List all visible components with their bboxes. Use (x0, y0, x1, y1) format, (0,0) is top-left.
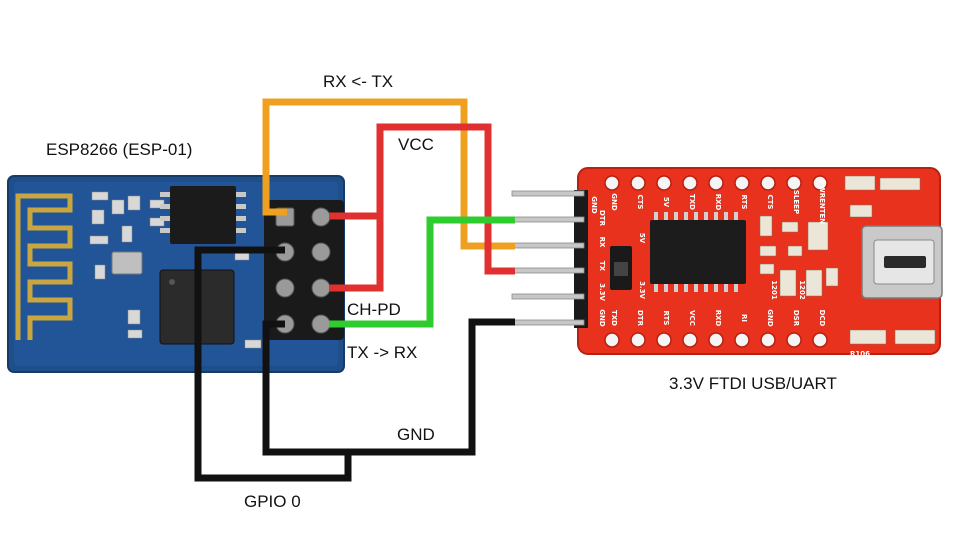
silk-part-1201: 1201 (770, 280, 778, 300)
antenna-trace-icon (15, 193, 73, 340)
silk-top-3: TXD (688, 194, 696, 210)
wire-gpio0 (194, 246, 352, 482)
esp-module-label: ESP8266 (ESP-01) (46, 140, 193, 159)
wire-rx-tx (262, 98, 515, 250)
silk-jumper-5v: 5V (638, 233, 646, 244)
silk-jumper-33v: 3.3V (638, 281, 646, 299)
silk-hdr-2: RX (598, 237, 606, 248)
ftdi-header-pins (511, 190, 588, 328)
silk-bot-5: RI (740, 314, 748, 322)
silk-bot-1: DTR (636, 310, 644, 327)
silk-bot-2: RTS (662, 311, 670, 326)
silk-hdr-0: GND (590, 196, 598, 214)
silk-bot-6: GND (766, 309, 774, 327)
silk-part-1202: 1202 (798, 280, 806, 300)
tx-rx-label: TX -> RX (347, 343, 418, 362)
wire-vcc (329, 212, 384, 292)
silk-top-0: GND (610, 193, 618, 211)
silk-hdr-5: GND (598, 309, 606, 327)
wire-tx-rx (329, 216, 515, 328)
silk-hdr-4: 3.3V (598, 283, 606, 301)
silk-bot-0: TXD (610, 310, 618, 326)
ftdi-bottom-holes (604, 332, 828, 348)
silk-top-5: RTS (740, 195, 748, 210)
wire-gnd (262, 318, 515, 456)
silk-part-r106: R106 (850, 350, 870, 358)
gpio0-label: GPIO 0 (244, 492, 301, 511)
wire-vcc-main (376, 123, 515, 275)
ftdi-silkscreen: GND CTS 5V TXD RXD RTS CTS SLEEP PWRENTE… (590, 180, 870, 358)
silk-bot-7: DSR (792, 310, 800, 327)
silk-top-4: RXD (714, 194, 722, 211)
silk-top-1: CTS (636, 195, 644, 210)
esp-header-pins (264, 200, 344, 340)
silk-top-8: PWRENTEN (818, 180, 826, 224)
silk-hdr-1: DTR (598, 210, 606, 227)
ftdi-module-label: 3.3V FTDI USB/UART (669, 374, 837, 393)
rx-tx-label: RX <- TX (323, 72, 394, 91)
vcc-label: VCC (398, 135, 434, 154)
silk-top-6: CTS (766, 195, 774, 210)
silk-top-7: SLEEP (792, 190, 800, 214)
ch-pd-label: CH-PD (347, 300, 401, 319)
gnd-label: GND (397, 425, 435, 444)
silk-top-2: 5V (662, 197, 670, 208)
ftdi-board: GND CTS 5V TXD RXD RTS CTS SLEEP PWRENTE… (511, 167, 943, 358)
silk-bot-8: DCD (818, 310, 826, 327)
silk-hdr-3: TX (598, 261, 606, 272)
silk-bot-4: RXD (714, 310, 722, 327)
usb-connector-icon (861, 225, 943, 299)
esp8266-board (7, 175, 345, 373)
silk-bot-3: VCC (688, 310, 696, 326)
ftdi-top-holes (604, 175, 828, 191)
